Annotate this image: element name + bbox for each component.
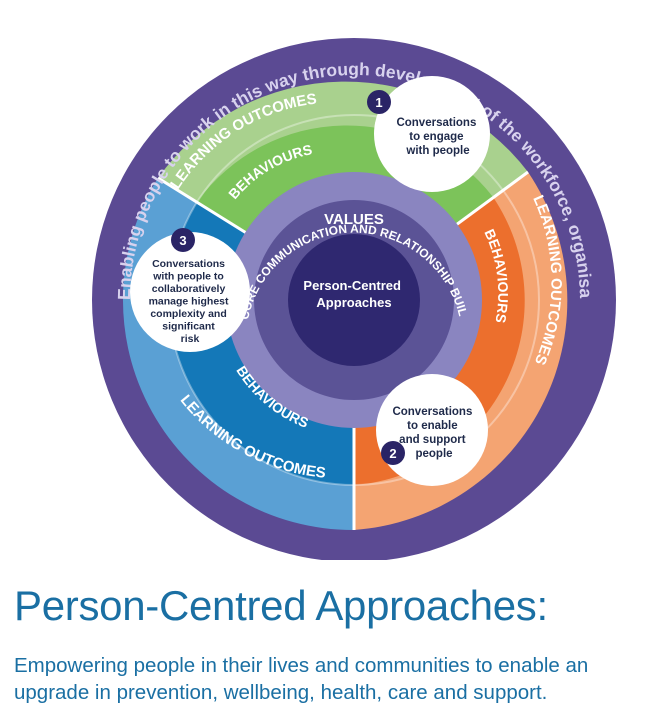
bubble-2-number-badge: [381, 441, 405, 465]
page-subtitle: Empowering people in their lives and com…: [14, 652, 664, 706]
center-label-line-2: Approaches: [316, 295, 391, 310]
bubble-3-line-5: complexity and: [150, 308, 226, 320]
bubble-2-line-4: people: [415, 448, 452, 460]
bubble-3-number: 3: [179, 233, 186, 248]
bubble-3-number-badge: [171, 228, 195, 252]
bubble-1-line-1: Conversations: [396, 117, 476, 129]
bubble-1-number-badge: [367, 90, 391, 114]
svg-text:Person-Centred Approaches: Person-Centred Approaches: [303, 278, 404, 310]
bubble-2-number: 2: [389, 446, 396, 461]
bubble-3-line-1: Conversations: [152, 258, 225, 270]
page-title: Person-Centred Approaches:: [14, 582, 548, 629]
bubble-3-line-3: collaboratively: [152, 283, 226, 295]
values-label: VALUES: [324, 211, 384, 228]
svg-text:Conversations with people: Conversations with people to collaborati…: [149, 258, 232, 345]
bubble-3-line-2: with people to: [152, 271, 224, 283]
svg-text:Conversations to engage: Conversations to engage with people: [396, 117, 479, 157]
bubble-3-line-6: significant: [162, 321, 215, 333]
bubble-1: [374, 76, 490, 192]
bubble-3-line-4: manage highest: [149, 296, 229, 308]
bubble-2: [376, 374, 488, 486]
bubble-1-line-3: with people: [405, 145, 469, 157]
center-label-line-1: Person-Centred: [303, 278, 401, 293]
subtitle-line-1: Empowering people in their lives and com…: [14, 654, 589, 677]
bubble-3: [130, 232, 250, 352]
person-centred-approaches-diagram: Enabling people to work in this way thro…: [0, 0, 616, 560]
svg-text:Conversations to enable: Conversations to enable and support peop…: [392, 406, 475, 460]
subtitle-line-2: upgrade in prevention, wellbeing, health…: [14, 681, 548, 704]
bubble-1-line-2: to engage: [409, 131, 463, 143]
bubble-2-line-2: to enable: [407, 420, 457, 432]
bubble-2-line-3: and support: [399, 434, 466, 446]
bubble-2-line-1: Conversations: [392, 406, 472, 418]
bubble-1-number: 1: [375, 95, 382, 110]
center-circle: [288, 234, 420, 366]
bubble-3-line-7: risk: [181, 333, 200, 345]
